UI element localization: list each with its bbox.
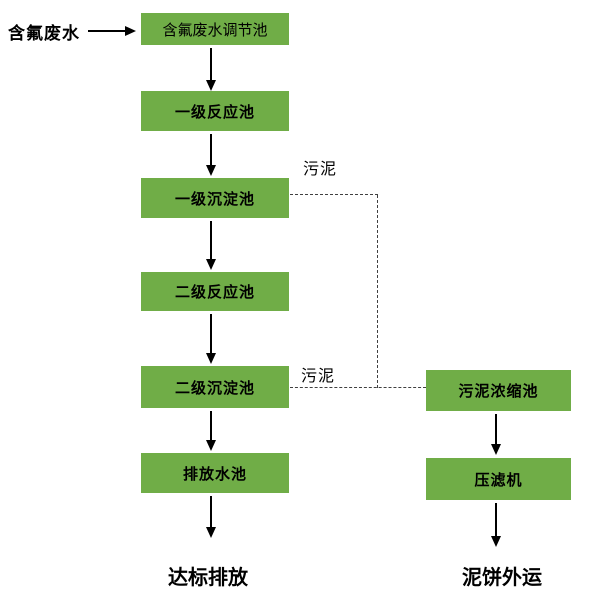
node-sludge-thickening-tank-label: 污泥浓缩池 <box>458 383 539 400</box>
node-adjustment-tank: 含氟废水调节池 <box>141 13 289 45</box>
arrow-thickener-to-press-shaft <box>495 414 497 444</box>
influent-label: 含氟废水 <box>8 24 80 43</box>
arrow-react2-to-sed2-shaft <box>210 314 212 353</box>
arrow-react1-to-sed1-head-icon <box>206 165 216 176</box>
arrow-press-to-outcome-shaft <box>495 503 497 536</box>
node-stage1-sedimentation-tank-label: 一级沉淀池 <box>174 190 255 208</box>
sludge-label-stage1: 污泥 <box>303 161 338 178</box>
node-stage1-sedimentation-tank: 一级沉淀池 <box>141 178 289 218</box>
arrow-sed1-to-react2-shaft <box>210 221 212 259</box>
arrow-sed2-to-discharge-shaft <box>210 411 212 440</box>
node-stage2-sedimentation-tank-label: 二级沉淀池 <box>174 379 255 397</box>
node-filter-press: 压滤机 <box>426 458 571 500</box>
arrow-sed1-to-react2-head-icon <box>206 259 216 270</box>
arrow-adjust-to-react1-shaft <box>210 48 212 80</box>
sludge-line-vertical <box>377 195 378 388</box>
arrow-press-to-outcome-head-icon <box>491 536 501 547</box>
node-adjustment-tank-label: 含氟废水调节池 <box>162 21 268 39</box>
arrow-discharge-to-outcome-head-icon <box>206 527 216 538</box>
node-sludge-thickening-tank: 污泥浓缩池 <box>426 370 571 411</box>
arrow-react1-to-sed1-shaft <box>210 134 212 165</box>
outcome-label-sludge-cake-removal: 泥饼外运 <box>462 567 542 589</box>
node-discharge-tank: 排放水池 <box>141 453 289 493</box>
node-stage2-sedimentation-tank: 二级沉淀池 <box>141 366 289 408</box>
node-stage1-reaction-tank-label: 一级反应池 <box>174 103 255 121</box>
sludge-line-stage2-horizontal <box>290 387 426 388</box>
arrow-discharge-to-outcome-shaft <box>210 496 212 527</box>
influent-arrow-head-icon <box>125 26 136 36</box>
arrow-sed2-to-discharge-head-icon <box>206 440 216 451</box>
sludge-label-stage2: 污泥 <box>301 368 336 385</box>
arrow-thickener-to-press-head-icon <box>491 444 501 455</box>
arrow-react2-to-sed2-head-icon <box>206 353 216 364</box>
outcome-label-standard-discharge: 达标排放 <box>168 567 248 589</box>
node-discharge-tank-label: 排放水池 <box>182 465 247 483</box>
arrow-adjust-to-react1-head-icon <box>206 80 216 91</box>
node-filter-press-label: 压滤机 <box>474 471 523 489</box>
node-stage2-reaction-tank-label: 二级反应池 <box>174 284 255 301</box>
node-stage1-reaction-tank: 一级反应池 <box>141 91 289 131</box>
node-stage2-reaction-tank: 二级反应池 <box>141 272 289 311</box>
sludge-line-stage1-horizontal <box>290 194 378 195</box>
influent-arrow-shaft <box>88 30 125 32</box>
